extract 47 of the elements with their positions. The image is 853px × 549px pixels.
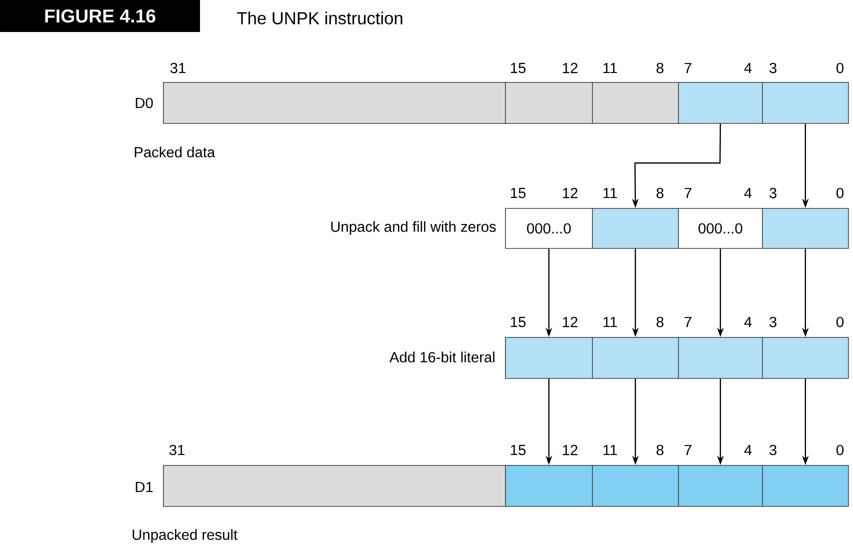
bit-number: 4 xyxy=(744,62,752,74)
register-field xyxy=(678,82,763,124)
register-caption: Packed data xyxy=(134,146,216,158)
register-field xyxy=(678,465,763,507)
bit-number: 3 xyxy=(770,62,776,74)
title-bar: FIGURE 4.16 xyxy=(0,0,200,32)
register-field xyxy=(505,465,593,507)
bit-number: 7 xyxy=(684,316,692,328)
bit-number: 3 xyxy=(770,444,776,456)
bit-number: 7 xyxy=(684,188,692,198)
bit-number: 11 xyxy=(604,188,617,198)
register-field xyxy=(505,82,593,124)
bit-number: 12 xyxy=(562,188,578,198)
register-field: 000...0 xyxy=(678,208,763,249)
register-field xyxy=(592,465,679,507)
bit-number: 8 xyxy=(656,188,664,198)
register-field xyxy=(592,208,679,249)
bit-number: 3 xyxy=(770,188,776,198)
bit-number: 3 xyxy=(770,316,776,328)
register-field xyxy=(762,337,849,379)
register-field xyxy=(163,465,506,507)
register-field xyxy=(592,82,679,124)
register-caption: Unpacked result xyxy=(132,529,238,543)
bit-number: 11 xyxy=(604,316,617,328)
bit-number: 7 xyxy=(684,62,692,74)
register-field xyxy=(762,208,849,249)
register-field xyxy=(762,82,849,124)
bit-number: 4 xyxy=(744,444,752,456)
bit-number: 8 xyxy=(656,62,664,74)
bit-number: 12 xyxy=(562,316,578,328)
register-field xyxy=(505,337,593,379)
register-field: 000...0 xyxy=(505,208,593,249)
bit-number: 15 xyxy=(510,444,526,456)
register-field xyxy=(762,465,849,507)
bit-number: 12 xyxy=(562,62,578,74)
bit-number: 15 xyxy=(510,62,526,74)
register-field xyxy=(592,337,679,379)
bit-number: 11 xyxy=(604,62,617,74)
bit-number: 7 xyxy=(684,444,692,456)
figure-title: The UNPK instruction xyxy=(237,12,402,24)
bit-number: 8 xyxy=(656,444,664,456)
bit-number: 4 xyxy=(744,188,752,198)
bit-number: 8 xyxy=(656,316,664,328)
bit-number: 4 xyxy=(744,316,752,328)
register-field xyxy=(678,337,763,379)
bit-number: 11 xyxy=(604,444,617,456)
bit-number: 12 xyxy=(562,444,578,456)
